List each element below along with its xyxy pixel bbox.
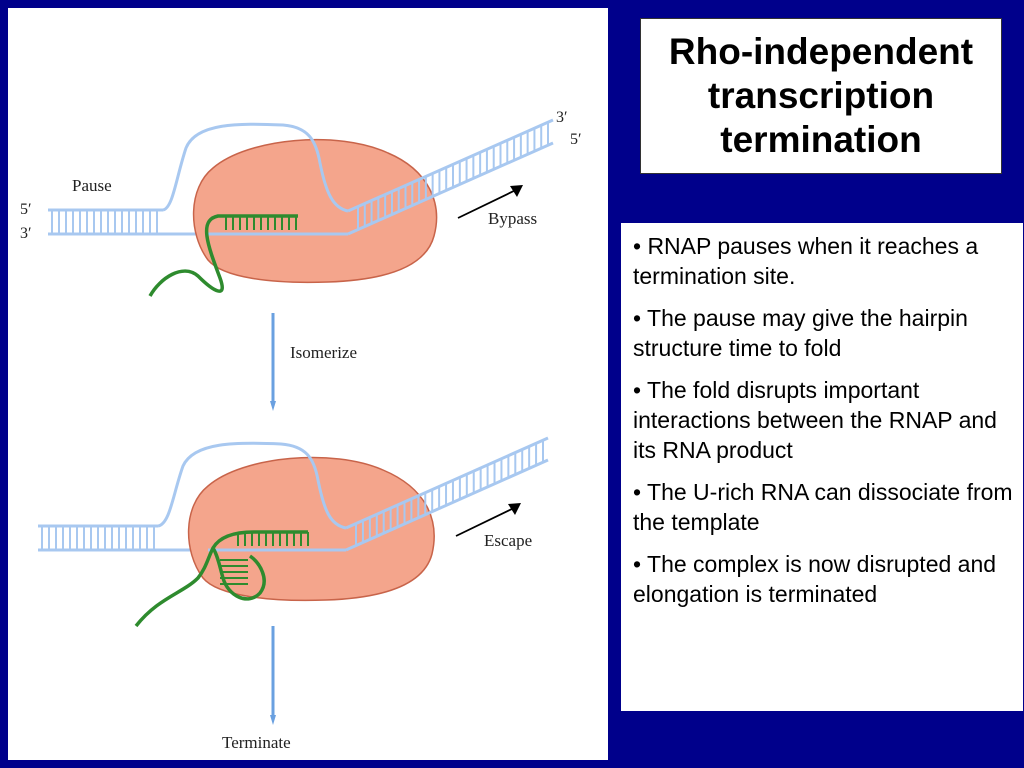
five-prime-right-label: 5′ <box>570 131 582 148</box>
rnap-polymerase-top <box>192 139 438 284</box>
bullet-item: • The pause may give the hairpin structu… <box>633 305 968 361</box>
escape-label: Escape <box>484 531 532 550</box>
dna-bubble-strand-bottom <box>157 441 347 530</box>
slide-title: Rho-independent transcription terminatio… <box>668 31 974 160</box>
dna-bubble-strand-top <box>162 122 349 213</box>
dna-right-duplex-top <box>347 118 554 236</box>
escape-arrow <box>455 505 519 537</box>
three-prime-right-label: 3′ <box>556 109 568 126</box>
bullet-item: • The U-rich RNA can dissociate from the… <box>633 479 1013 535</box>
top-complex <box>48 118 554 297</box>
isomerize-label: Isomerize <box>290 343 357 362</box>
bypass-label: Bypass <box>488 209 537 228</box>
dna-left-duplex-bottom <box>38 524 208 552</box>
three-prime-left-label: 3′ <box>20 225 32 242</box>
title-box: Rho-independent transcription terminatio… <box>640 18 1002 174</box>
rna-transcript-top <box>148 214 298 297</box>
five-prime-left-label: 5′ <box>20 201 32 218</box>
dna-left-duplex-top <box>48 208 208 236</box>
dna-right-duplex-bottom <box>345 436 549 552</box>
bullet-item: • RNAP pauses when it reaches a terminat… <box>633 233 979 289</box>
termination-diagram: Pause 5′ 3′ 3′ 5′ Bypass Isomerize <box>20 109 582 752</box>
pause-label: Pause <box>72 176 112 195</box>
bullet-list: • RNAP pauses when it reaches a terminat… <box>633 231 1013 609</box>
bullet-item: • The fold disrupts important interactio… <box>633 377 997 463</box>
rna-hairpin-bottom <box>134 530 309 628</box>
bypass-arrow <box>457 187 521 219</box>
bullet-item: • The complex is now disrupted and elong… <box>633 551 997 607</box>
bullets-box: • RNAP pauses when it reaches a terminat… <box>621 223 1023 711</box>
terminate-label: Terminate <box>222 733 291 752</box>
diagram-panel: Pause 5′ 3′ 3′ 5′ Bypass Isomerize <box>8 8 608 760</box>
bottom-complex <box>38 436 549 628</box>
